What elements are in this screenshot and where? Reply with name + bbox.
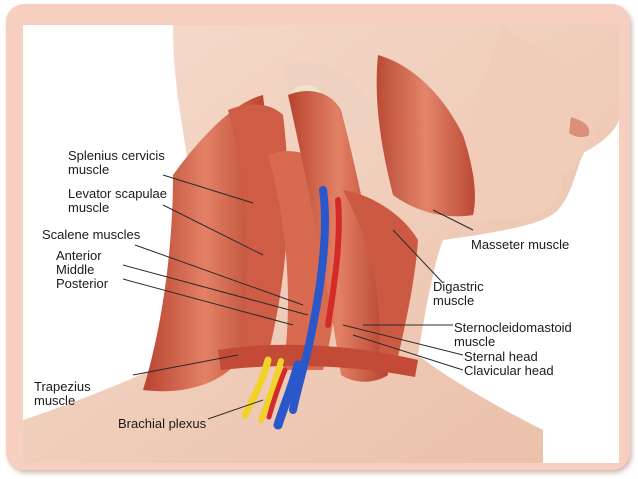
vein-vessel (289, 186, 329, 414)
face-profile (433, 25, 606, 221)
slide-frame: Splenius cervicis muscle Levator scapula… (6, 4, 630, 470)
label-sternocleidomastoid: Sternocleidomastoid muscle (454, 320, 572, 349)
label-anterior: Anterior (56, 248, 102, 263)
lips (569, 117, 590, 138)
subclavian-vein (273, 360, 303, 430)
label-brachial-plexus: Brachial plexus (118, 416, 207, 431)
label-posterior: Posterior (56, 276, 109, 291)
illustration-panel: Splenius cervicis muscle Levator scapula… (23, 25, 619, 463)
brachial-plexus-nerves (241, 356, 272, 419)
label-middle: Middle (56, 262, 95, 277)
masseter-muscle (376, 55, 475, 217)
label-sternal-head: Sternal head (464, 349, 538, 364)
neck-muscles-illustration (23, 25, 619, 463)
label-digastric: Digastric muscle (433, 279, 484, 308)
label-levator-scapulae: Levator scapulae muscle (68, 186, 168, 215)
label-clavicular-head: Clavicular head (464, 363, 554, 378)
label-scalene-muscles: Scalene muscles (42, 227, 141, 242)
clavicle-band (218, 344, 418, 377)
label-trapezius: Trapezius muscle (34, 379, 91, 408)
label-masseter: Masseter muscle (471, 237, 570, 252)
artery-vessel (325, 197, 342, 328)
leader-lines (122, 174, 474, 420)
subclavian-artery (266, 367, 288, 420)
brachial-plexus-nerves-2 (258, 358, 284, 423)
trapezius-muscle (143, 95, 267, 392)
label-splenius-cervicis: Splenius cervicis muscle (68, 148, 165, 177)
